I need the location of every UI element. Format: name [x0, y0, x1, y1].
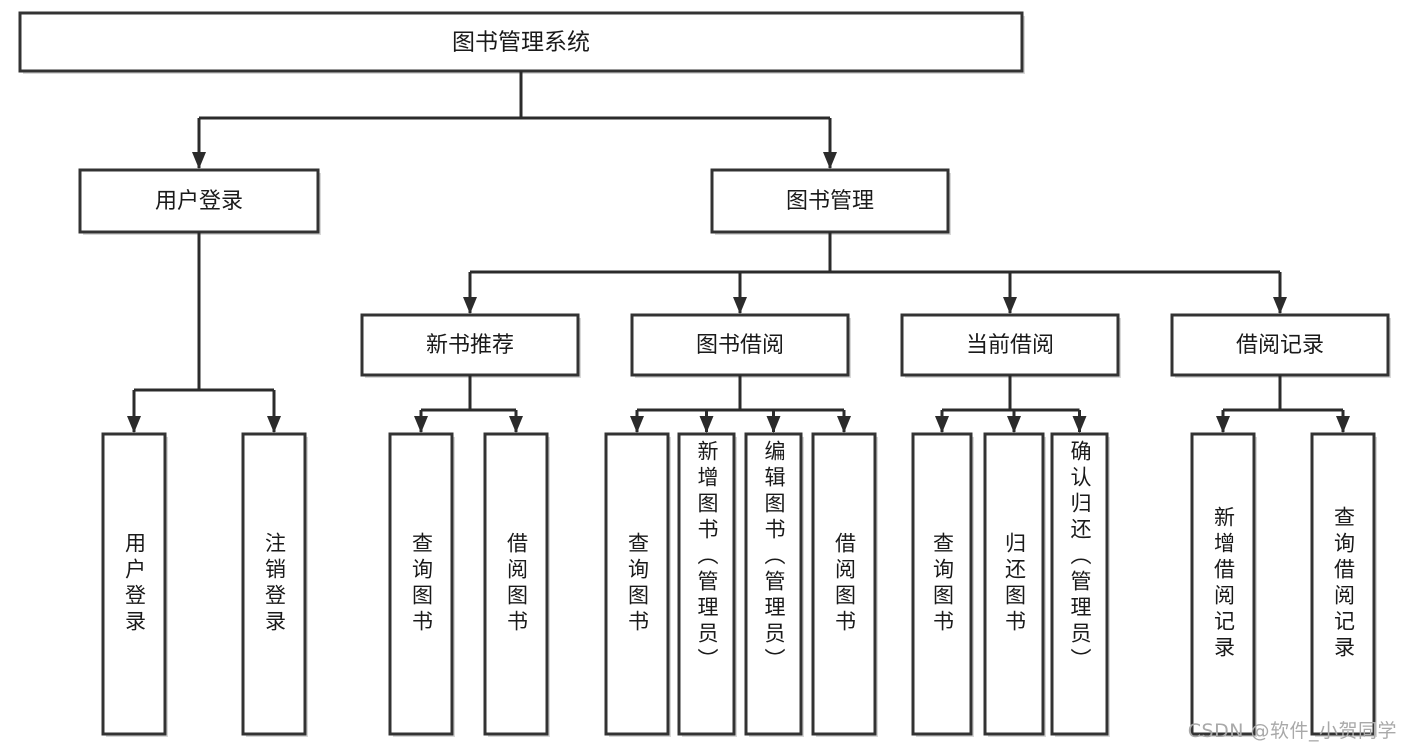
node-leaf-borrow-book-1[interactable] [483, 432, 550, 737]
node-borrow-record[interactable]: 借阅记录 [1170, 313, 1391, 378]
node-leaf-query-book-1-rect[interactable] [388, 432, 454, 736]
conn-book-borrow-arrow-2 [766, 416, 781, 433]
node-leaf-edit-book[interactable] [744, 432, 804, 737]
conn-user-login-arrow-0 [127, 416, 141, 433]
node-user-login-rect[interactable] [78, 168, 320, 234]
node-leaf-return-book-rect[interactable] [983, 432, 1045, 736]
node-new-book-recommend[interactable]: 新书推荐 [360, 313, 581, 378]
node-leaf-borrow-book-2[interactable] [811, 432, 878, 737]
conn-book-borrow-arrow-0 [630, 416, 644, 433]
conn-book-borrow-arrow-3 [837, 416, 851, 433]
node-leaf-logout[interactable] [241, 432, 308, 737]
conn-current-borrow-arrow-2 [1072, 416, 1087, 433]
conn-book-manage-arrow-3 [1273, 297, 1287, 314]
node-book-borrow-label: 图书借阅 [696, 333, 784, 358]
conn-current-borrow-arrow-1 [1007, 416, 1021, 433]
conn-borrow-record-arrow-1 [1336, 416, 1350, 433]
node-current-borrow[interactable]: 当前借阅 [900, 313, 1121, 378]
node-leaf-query-book-2[interactable] [604, 432, 671, 737]
node-leaf-add-book[interactable] [677, 432, 737, 737]
node-book-manage-label: 图书管理 [786, 189, 874, 214]
node-leaf-borrow-book-2-rect[interactable] [811, 432, 877, 736]
node-leaf-confirm-return-rect[interactable] [1050, 432, 1109, 736]
node-current-borrow-label: 当前借阅 [966, 333, 1054, 358]
node-leaf-query-record-rect[interactable] [1310, 432, 1376, 736]
node-leaf-query-book-3[interactable] [911, 432, 974, 737]
node-leaf-borrow-book-1-rect[interactable] [483, 432, 549, 736]
conn-user-login-arrow-1 [267, 416, 281, 433]
conn-root-arrow-1 [823, 152, 837, 169]
node-leaf-user-login[interactable] [101, 432, 168, 737]
node-leaf-add-record-rect[interactable] [1190, 432, 1256, 736]
node-leaf-confirm-return[interactable] [1050, 432, 1110, 737]
conn-book-borrow-arrow-1 [699, 416, 714, 433]
node-new-book-recommend-label: 新书推荐 [426, 333, 514, 358]
node-book-manage[interactable]: 图书管理 [710, 168, 951, 235]
node-new-book-recommend-rect[interactable] [360, 313, 580, 377]
conn-book-manage-arrow-2 [1003, 297, 1017, 314]
watermark: CSDN @软件_小贺同学 [1187, 720, 1397, 742]
node-leaf-add-record[interactable] [1190, 432, 1257, 737]
conn-borrow-record-arrow-0 [1216, 416, 1230, 433]
node-leaf-return-book[interactable] [983, 432, 1046, 737]
node-leaf-add-book-rect[interactable] [677, 432, 736, 736]
node-root[interactable]: 图书管理系统 [18, 11, 1025, 74]
node-leaf-logout-rect[interactable] [241, 432, 307, 736]
node-current-borrow-rect[interactable] [900, 313, 1120, 377]
node-book-borrow[interactable]: 图书借阅 [630, 313, 851, 378]
node-leaf-query-book-2-rect[interactable] [604, 432, 670, 736]
conn-current-borrow-arrow-0 [935, 416, 949, 433]
node-leaf-query-record[interactable] [1310, 432, 1377, 737]
node-borrow-record-rect[interactable] [1170, 313, 1390, 377]
node-root-label: 图书管理系统 [452, 30, 590, 56]
conn-new-book-recommend-arrow-0 [414, 416, 428, 433]
node-leaf-query-book-3-rect[interactable] [911, 432, 973, 736]
node-leaf-user-login-rect[interactable] [101, 432, 167, 736]
node-user-login-label: 用户登录 [155, 189, 243, 214]
conn-book-manage-arrow-0 [463, 297, 477, 314]
conn-new-book-recommend-arrow-1 [509, 416, 523, 433]
conn-book-manage-arrow-1 [733, 297, 747, 314]
conn-root-arrow-0 [192, 152, 206, 169]
node-leaf-edit-book-rect[interactable] [744, 432, 803, 736]
node-leaf-query-book-1[interactable] [388, 432, 455, 737]
node-root-rect[interactable] [18, 11, 1024, 73]
node-user-login[interactable]: 用户登录 [78, 168, 321, 235]
node-borrow-record-label: 借阅记录 [1236, 333, 1324, 358]
